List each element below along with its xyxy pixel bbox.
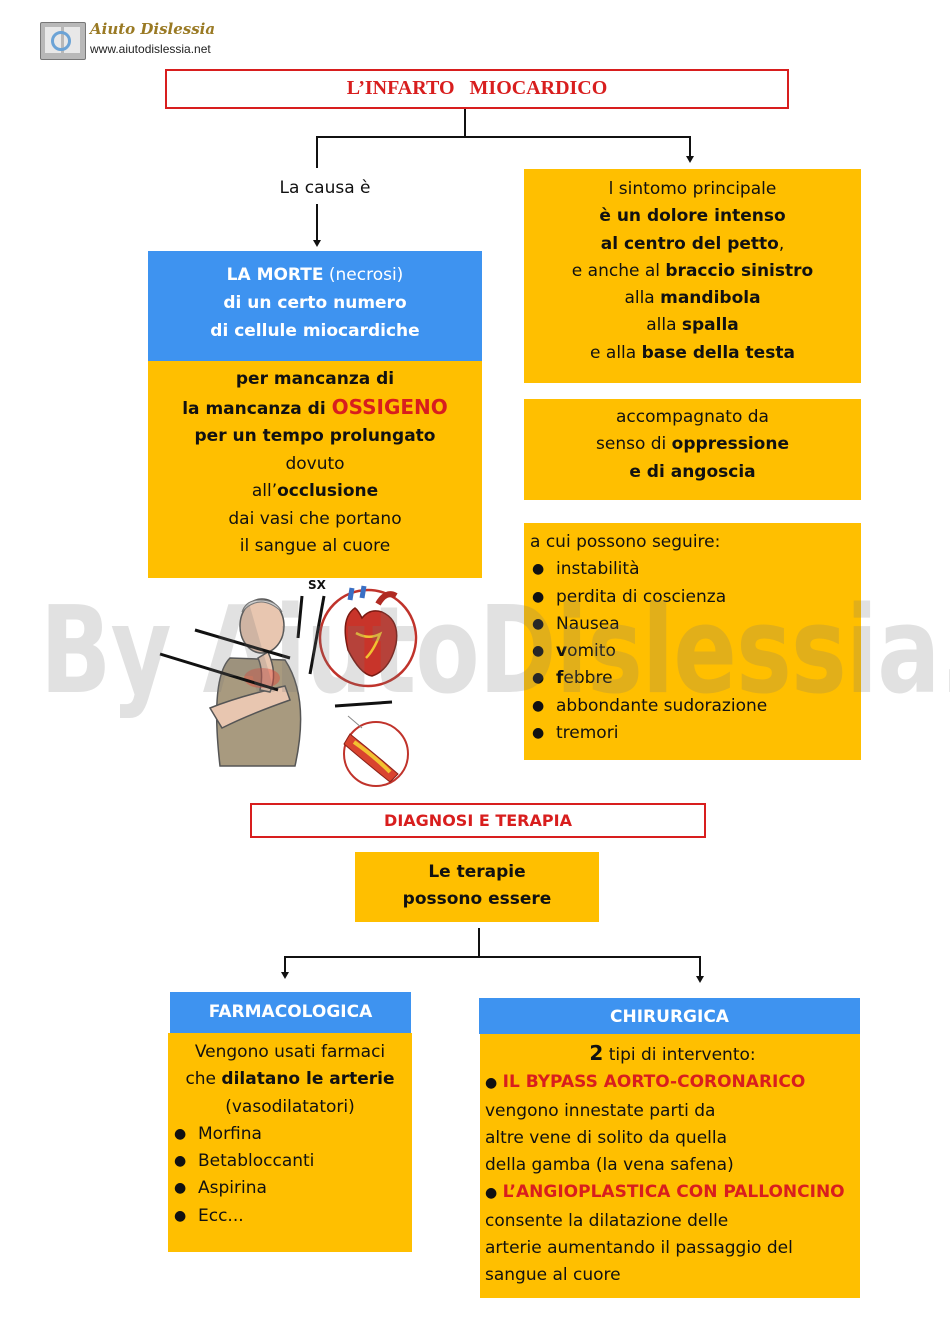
connector: [689, 136, 691, 158]
pharma-header: FARMACOLOGICA: [170, 992, 411, 1033]
list-item: Aspirina: [172, 1175, 412, 1203]
follow-symptoms-list: instabilitàperdita di coscienzaNauseavom…: [530, 556, 861, 747]
text-line: altre vene di solito da quella: [485, 1127, 728, 1148]
logo-url: www.aiutodislessia.net: [90, 42, 211, 56]
drug-list: MorfinaBetabloccantiAspirinaEcc...: [172, 1121, 412, 1230]
logo: Aiuto Dislessia www.aiutodislessia.net: [40, 20, 230, 62]
diagnosis-title: DIAGNOSI E TERAPIA: [250, 803, 706, 838]
arrow-down-icon: [281, 972, 289, 979]
angioplasty-title: L’ANGIOPLASTICA CON PALLONCINO: [502, 1182, 845, 1203]
oxygen-keyword: OSSIGENO: [331, 394, 448, 419]
list-item: Betabloccanti: [172, 1148, 412, 1176]
arrow-down-icon: [696, 976, 704, 983]
text-line: sangue al cuore: [485, 1265, 621, 1286]
necrosis-box: LA MORTE (necrosi) di un certo numero di…: [148, 251, 482, 361]
connector: [316, 136, 690, 138]
connector: [478, 928, 480, 956]
pharma-box: Vengono usati farmaci che dilatano le ar…: [168, 1033, 412, 1252]
connector: [284, 956, 286, 972]
list-item: tremori: [530, 720, 861, 748]
connector: [464, 109, 466, 137]
bypass-description: vengono innestate parti da altre vene di …: [485, 1098, 860, 1180]
page-title: L’INFARTO MIOCARDICO: [165, 69, 789, 109]
magnifier-icon: [51, 31, 71, 51]
man-holding-chest-icon: [159, 585, 418, 787]
list-item: febbre: [530, 665, 861, 693]
list-item: Morfina: [172, 1121, 412, 1149]
text-line: vengono innestate parti da: [485, 1100, 716, 1121]
chest-pain-illustration: SX: [150, 578, 420, 790]
follow-symptoms-box: a cui possono seguire: instabilitàperdit…: [524, 523, 861, 760]
arrow-down-icon: [686, 156, 694, 163]
text-line: arterie aumentando il passaggio del: [485, 1238, 793, 1259]
connector: [284, 956, 700, 958]
left-side-label: SX: [308, 578, 326, 592]
list-item: instabilità: [530, 556, 861, 584]
surgery-box: 2 tipi di intervento: ● IL BYPASS AORTO-…: [480, 1034, 860, 1298]
bypass-title: IL BYPASS AORTO-CORONARICO: [502, 1072, 806, 1093]
book-icon: [40, 22, 86, 60]
logo-name: Aiuto Dislessia: [90, 20, 216, 38]
oppression-box: accompagnato da senso di oppressione e d…: [524, 399, 861, 500]
connector: [699, 956, 701, 976]
text-line: della gamba (la vena safena): [485, 1155, 734, 1176]
surgery-header: CHIRURGICA: [479, 998, 860, 1034]
list-item: abbondante sudorazione: [530, 693, 861, 721]
list-item: Nausea: [530, 611, 861, 639]
symptom-box: l sintomo principale è un dolore intenso…: [524, 169, 861, 383]
angioplasty-description: consente la dilatazione delle arterie aum…: [485, 1208, 860, 1290]
therapy-box: Le terapie possono essere: [355, 852, 599, 922]
connector: [316, 204, 318, 240]
list-item: Ecc...: [172, 1203, 412, 1231]
cause-label: La causa è: [279, 178, 371, 198]
arrow-down-icon: [313, 240, 321, 247]
connector: [316, 136, 318, 168]
list-item: perdita di coscienza: [530, 584, 861, 612]
list-item: vomito: [530, 638, 861, 666]
text-line: consente la dilatazione delle: [485, 1210, 729, 1231]
cause-box: per mancanza di la mancanza di OSSIGENO …: [148, 361, 482, 578]
